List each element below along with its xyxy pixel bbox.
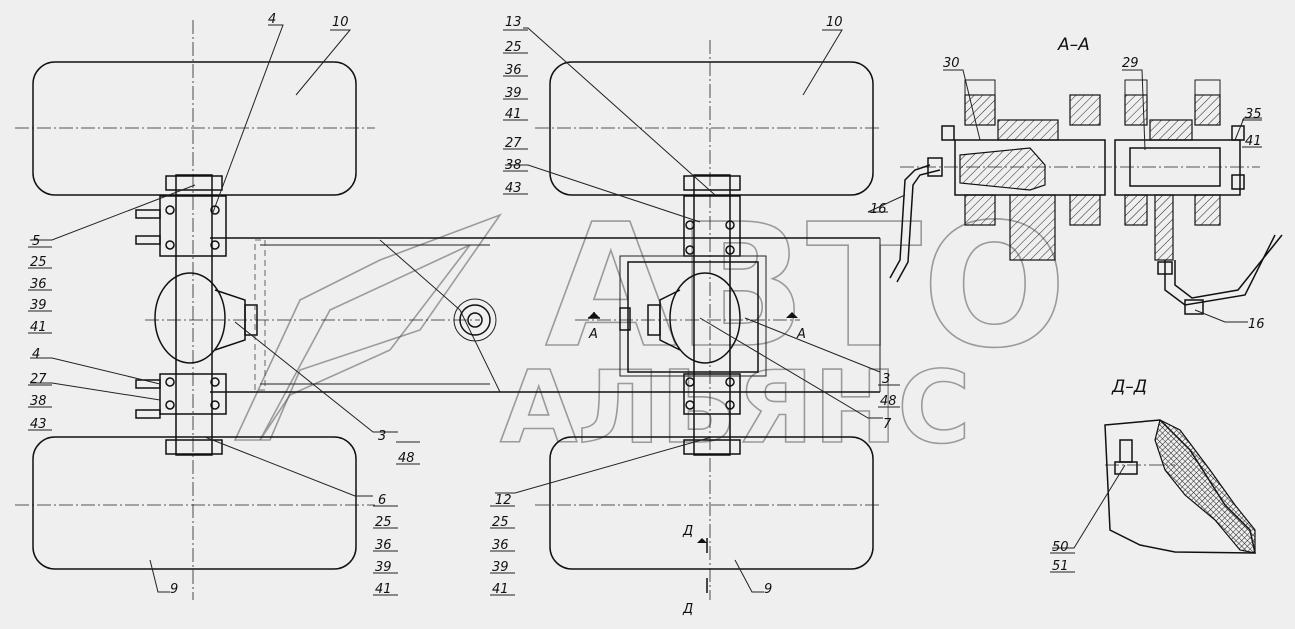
callout-label: 51 <box>1052 559 1069 574</box>
callout-label: 27 <box>505 136 522 151</box>
left-view <box>15 20 501 600</box>
callout-label: 25 <box>30 255 47 270</box>
callout-label: 13 <box>505 15 522 30</box>
callout-label: 5 <box>32 234 40 249</box>
callout-label: 3 <box>882 372 890 387</box>
callout-label: 3 <box>378 429 386 444</box>
callout-label: 50 <box>1052 540 1069 555</box>
callout-label: 41 <box>375 582 392 597</box>
callout-label: 39 <box>30 298 47 313</box>
callout-label: 4 <box>32 347 40 362</box>
section-aa <box>889 79 1283 315</box>
watermark-line2: АЛЬЯНС <box>500 349 971 466</box>
callout-label: 48 <box>880 394 897 409</box>
callout-label: 10 <box>826 15 843 30</box>
wheel-left-bottom <box>32 436 357 570</box>
callout-label: 16 <box>870 202 887 217</box>
callout-label: 9 <box>170 582 178 597</box>
section-dd-title: Д–Д <box>1111 377 1147 397</box>
wheel-middle-top <box>549 61 874 196</box>
watermark: АВТО АЛЬЯНС <box>233 187 1067 467</box>
callout-label: 10 <box>332 15 349 30</box>
section-mark-a-right: А <box>796 327 806 342</box>
callout-label: 7 <box>883 417 892 432</box>
section-mark-a-left: А <box>588 327 598 342</box>
callout-label: 12 <box>495 493 512 508</box>
callout-label: 29 <box>1122 56 1139 71</box>
section-mark-d-bottom: Д <box>682 602 693 617</box>
leader-lines <box>30 24 1262 593</box>
section-mark-d-top: Д <box>682 524 693 539</box>
callout-label: 43 <box>505 181 522 196</box>
callout-label: 25 <box>492 515 509 530</box>
callout-label: 27 <box>30 372 47 387</box>
callout-label: 36 <box>492 538 509 553</box>
callout-label: 41 <box>505 107 522 122</box>
callout-label: 41 <box>30 320 47 335</box>
callouts: 4 10 10 13 25 36 39 41 27 38 43 30 29 35… <box>30 12 1265 597</box>
wheel-left-top <box>32 61 357 196</box>
callout-label: 16 <box>1248 317 1265 332</box>
callout-label: 36 <box>30 277 47 292</box>
callout-label: 39 <box>492 560 509 575</box>
callout-label: 48 <box>398 451 415 466</box>
section-aa-title: А–А <box>1057 35 1090 55</box>
callout-label: 6 <box>378 493 386 508</box>
callout-label: 39 <box>505 86 522 101</box>
callout-label: 4 <box>268 12 276 27</box>
callout-underlines <box>28 29 1262 596</box>
callout-label: 39 <box>375 560 392 575</box>
callout-label: 43 <box>30 417 47 432</box>
callout-label: 36 <box>375 538 392 553</box>
callout-label: 9 <box>764 582 772 597</box>
callout-label: 30 <box>943 56 960 71</box>
callout-label: 25 <box>505 40 522 55</box>
callout-label: 25 <box>375 515 392 530</box>
callout-label: 38 <box>30 394 47 409</box>
callout-label: 38 <box>505 158 522 173</box>
callout-label: 36 <box>505 63 522 78</box>
middle-view <box>500 40 881 600</box>
callout-label: 41 <box>492 582 509 597</box>
section-dd <box>1104 419 1256 554</box>
callout-label: 35 <box>1245 107 1262 122</box>
callout-label: 41 <box>1245 134 1262 149</box>
